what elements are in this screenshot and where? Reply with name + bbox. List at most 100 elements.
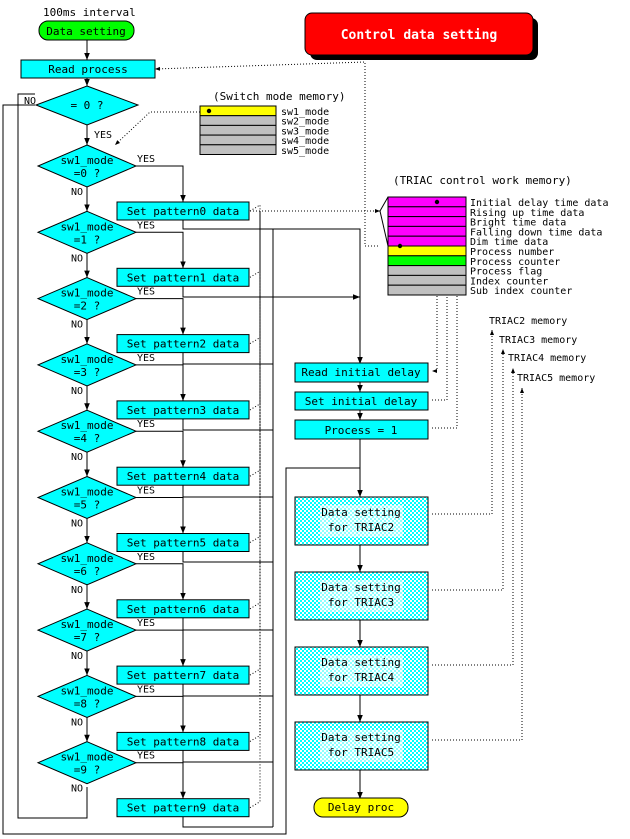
yes-connector xyxy=(136,430,186,468)
decision-text-line1: sw1_mode xyxy=(61,486,114,499)
decision-text-line2: =4 ? xyxy=(74,432,101,445)
end-terminal xyxy=(313,797,409,818)
decision-yes-label: YES xyxy=(137,154,155,165)
pattern-label: Set pattern3 data xyxy=(127,404,240,417)
end-label: Delay proc xyxy=(328,801,394,814)
merge-connector xyxy=(182,220,273,230)
decision-diamond xyxy=(36,542,138,586)
pattern-flow-line xyxy=(249,211,261,610)
switch-memory-label: sw1_mode xyxy=(281,107,329,118)
merge-connector xyxy=(182,617,273,631)
switch-memory-cell xyxy=(199,105,277,117)
triac-memory-cell xyxy=(387,196,467,208)
switch-memory-cell xyxy=(199,124,277,136)
triac-memory-cell xyxy=(387,284,467,296)
triac-setting-line2: for TRIAC3 xyxy=(328,596,394,609)
memory-pointer-dot xyxy=(434,199,440,205)
decision-yes-label: YES xyxy=(137,618,155,629)
pattern-box xyxy=(116,665,250,685)
triac-memory-label: Rising up time data xyxy=(470,208,584,219)
decision-diamond xyxy=(36,210,138,254)
decision-text-line2: =8 ? xyxy=(74,697,101,710)
decision-text-line2: =9 ? xyxy=(74,764,101,777)
pattern-flow-line xyxy=(249,211,261,477)
switch-memory-label: sw5_mode xyxy=(281,146,329,157)
decision-no-label: NO xyxy=(71,386,83,397)
start-caption: 100ms interval xyxy=(43,6,136,19)
decision-text-line1: sw1_mode xyxy=(61,684,114,697)
pattern-box xyxy=(116,798,250,818)
pattern-box xyxy=(116,599,250,619)
decision-no-label: NO xyxy=(71,585,83,596)
yes-connector xyxy=(136,364,186,401)
switch-memory-cell xyxy=(199,144,277,156)
decision-yes-label: YES xyxy=(137,419,155,430)
yes-connector xyxy=(136,165,186,202)
decision-text-line2: =1 ? xyxy=(74,233,101,246)
pattern-label: Set pattern9 data xyxy=(127,802,240,815)
decision-text-line1: sw1_mode xyxy=(61,751,114,764)
decision-diamond xyxy=(36,475,138,520)
switch-memory-label: sw4_mode xyxy=(281,136,329,147)
triac-setting-line1: Data setting xyxy=(321,731,400,744)
pattern-data-flow xyxy=(249,204,261,809)
triac-memory-label: Index counter xyxy=(470,276,548,287)
pattern-flow-line xyxy=(249,211,261,345)
triac-memory-cell xyxy=(387,274,467,286)
decision-yes-label: YES xyxy=(137,751,155,762)
triac-memory-cell xyxy=(387,206,467,218)
yes-connector xyxy=(136,563,186,600)
decision-no-label: NO xyxy=(71,651,83,662)
decision-no-label: NO xyxy=(71,784,83,795)
triac-memory-name: TRIAC4 memory xyxy=(508,353,586,364)
triac-setting-line2: for TRIAC4 xyxy=(328,671,395,684)
merge-connector xyxy=(182,684,273,697)
decision-no-label: NO xyxy=(71,519,83,530)
pattern-flow-line xyxy=(249,204,261,212)
decision-diamond xyxy=(36,409,138,453)
triac-memory-label: Bright time data xyxy=(470,218,566,229)
pattern-label: Set pattern6 data xyxy=(127,603,240,616)
pattern-box xyxy=(116,400,250,420)
read-initial-delay-box xyxy=(294,362,429,383)
read-process-box xyxy=(20,59,156,79)
decision-text-line2: =3 ? xyxy=(74,366,101,379)
pattern-flow-line xyxy=(249,211,261,411)
read-process-label: Read process xyxy=(48,63,127,76)
triac-memory-cell xyxy=(387,216,467,227)
decision-no-label: NO xyxy=(71,452,83,463)
branch-lines xyxy=(84,165,361,828)
triac-memory-cell xyxy=(387,255,467,267)
memory-bracket xyxy=(379,196,389,212)
title-box xyxy=(304,12,534,56)
decision-list: sw1_mode =0 ? YES NO sw1_mode =1 ? YES NO sw1_mo… xyxy=(36,144,155,795)
data-flow-lines xyxy=(114,61,524,741)
merge-connector xyxy=(182,286,273,298)
zero-check-diamond xyxy=(34,85,140,126)
decision-text-line2: =7 ? xyxy=(74,631,101,644)
triac-setting-line1: Data setting xyxy=(321,506,400,519)
triac-setting-label-bg xyxy=(320,580,403,612)
start-terminal xyxy=(38,20,135,41)
merge-connector xyxy=(182,418,273,431)
merge-connector xyxy=(182,816,273,828)
triac-memory-label: Process flag xyxy=(470,267,542,278)
pattern-flow-line xyxy=(249,211,261,742)
pattern-label: Set pattern1 data xyxy=(127,271,240,284)
memory-pointer-dot xyxy=(397,243,403,249)
decision-yes-label: YES xyxy=(137,486,155,497)
decision-yes-label: YES xyxy=(137,684,155,695)
decision-no-label: NO xyxy=(71,253,83,264)
pattern-label: Set pattern7 data xyxy=(127,669,240,682)
yes-connector xyxy=(136,497,186,534)
decision-diamond xyxy=(36,674,138,718)
page-title: Control data setting xyxy=(341,28,498,43)
decision-diamond xyxy=(36,608,138,652)
triac-memory-label: Dim time data xyxy=(470,237,548,248)
pattern-label: Set pattern0 data xyxy=(127,205,240,218)
set-initial-delay-label: Set initial delay xyxy=(305,395,418,408)
decision-text-line2: =0 ? xyxy=(74,167,101,180)
